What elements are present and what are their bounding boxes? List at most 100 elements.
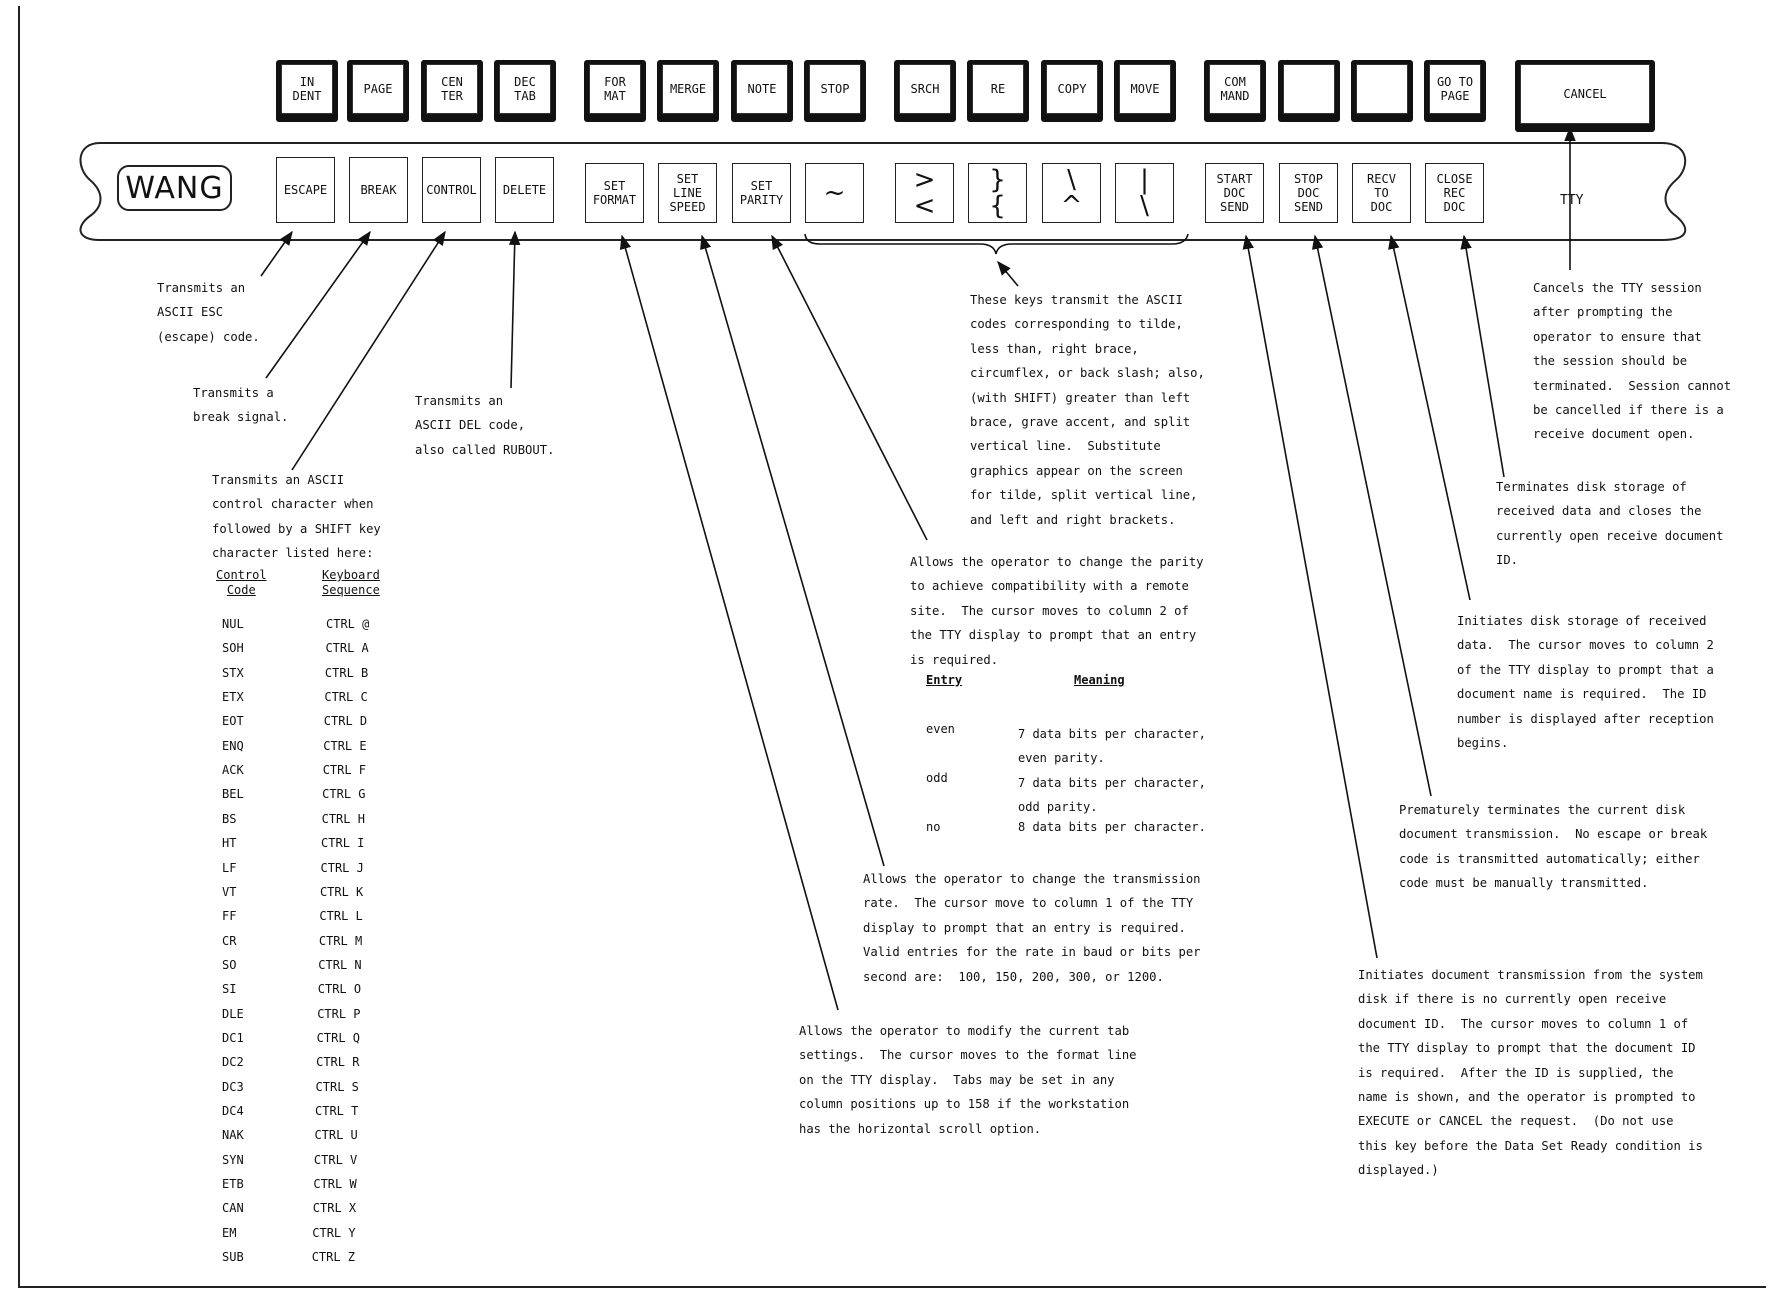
control-sequence: CTRL T: [315, 1104, 359, 1118]
key-break[interactable]: BREAK: [349, 157, 408, 223]
note-cancel: Cancels the TTY session after prompting …: [1533, 281, 1732, 442]
control-code: CR: [222, 933, 237, 948]
control-sequence: CTRL E: [323, 738, 367, 753]
parity-row-entry: even: [926, 722, 955, 736]
key-recv-to-doc[interactable]: RECV TO DOC: [1352, 163, 1411, 223]
control-code: NUL: [222, 617, 244, 631]
key-escape[interactable]: ESCAPE: [276, 157, 335, 223]
control-sequence: CTRL V: [313, 1152, 358, 1167]
parity-row-meaning: 7 data bits per character, odd parity.: [1018, 776, 1206, 815]
leader-symbols: [997, 260, 1019, 287]
control-code: EM: [222, 1225, 237, 1240]
tty-label: TTY: [1560, 193, 1584, 208]
key-control[interactable]: CONTROL: [422, 157, 481, 223]
leader-set-parity: [771, 234, 928, 541]
control-sequence: CTRL L: [319, 909, 363, 924]
note-parity: Allows the operator to change the parity…: [910, 555, 1204, 667]
key-copy[interactable]: COPY: [1041, 60, 1103, 122]
control-sequence: CTRL M: [318, 933, 363, 948]
key-merge[interactable]: MERGE: [657, 60, 719, 122]
key-dec-tab[interactable]: DEC TAB: [494, 60, 556, 122]
control-sequence: CTRL R: [316, 1055, 360, 1070]
note-start-doc-send: Initiates document transmission from the…: [1358, 968, 1703, 1178]
key-note[interactable]: NOTE: [731, 60, 793, 122]
control-sequence: CTRL F: [322, 763, 367, 778]
key-go-to-page[interactable]: GO TO PAGE: [1424, 60, 1486, 122]
control-sequence: CTRL X: [312, 1201, 357, 1216]
note-stop-doc-send: Prematurely terminates the current disk …: [1399, 803, 1708, 891]
key-set-parity[interactable]: SET PARITY: [732, 163, 791, 223]
control-header-sequence: Keyboard Sequence: [322, 568, 380, 597]
parity-header-meaning: Meaning: [1074, 673, 1125, 687]
key-set-line-speed[interactable]: SET LINE SPEED: [658, 163, 717, 223]
control-sequence: CTRL Q: [316, 1030, 360, 1045]
key-command[interactable]: COM MAND: [1204, 60, 1266, 122]
leader-delete: [508, 230, 521, 389]
key-backslash-circumflex[interactable]: \ ^: [1042, 163, 1101, 223]
control-code: LF: [222, 860, 237, 875]
control-sequence: CTRL D: [323, 714, 368, 729]
key-center[interactable]: CEN TER: [421, 60, 483, 122]
control-sequence: CTRL U: [314, 1128, 358, 1143]
leader-set-line-speed: [700, 234, 885, 867]
control-code: BS: [222, 811, 237, 826]
note-escape: Transmits an ASCII ESC (escape) code.: [157, 281, 260, 344]
key-indent[interactable]: IN DENT: [276, 60, 338, 122]
key-srch[interactable]: SRCH: [894, 60, 956, 122]
key-re[interactable]: RE: [967, 60, 1029, 122]
leader-set-format: [619, 234, 839, 1011]
key-delete[interactable]: DELETE: [495, 157, 554, 223]
control-sequence: CTRL W: [313, 1177, 357, 1192]
key-set-format[interactable]: SET FORMAT: [585, 163, 644, 223]
note-delete: Transmits an ASCII DEL code, also called…: [415, 394, 555, 457]
leader-stop-doc-send: [1311, 234, 1432, 797]
control-sequence: CTRL H: [321, 811, 365, 826]
control-sequence: CTRL @: [326, 617, 370, 631]
control-sequence: CTRL B: [324, 665, 369, 680]
control-sequence: CTRL P: [317, 1006, 361, 1021]
key-page[interactable]: PAGE: [347, 60, 409, 122]
key-format[interactable]: FOR MAT: [584, 60, 646, 122]
key-stop-doc-send[interactable]: STOP DOC SEND: [1279, 163, 1338, 223]
note-recv-to-doc: Initiates disk storage of received data.…: [1457, 614, 1714, 751]
note-symbols: These keys transmit the ASCII codes corr…: [970, 293, 1205, 527]
control-code: SUB: [222, 1250, 244, 1265]
key-cancel[interactable]: CANCEL: [1515, 60, 1655, 132]
key-greater-less[interactable]: > <: [895, 163, 954, 223]
control-sequence: CTRL G: [322, 787, 366, 802]
leader-break: [265, 230, 371, 379]
control-code: BEL: [222, 787, 244, 802]
control-code: NAK: [222, 1128, 244, 1143]
leader-control: [291, 230, 446, 471]
key-blank-1[interactable]: [1278, 60, 1340, 122]
control-sequence: CTRL S: [315, 1079, 359, 1094]
key-blank-2[interactable]: [1351, 60, 1413, 122]
key-move[interactable]: MOVE: [1114, 60, 1176, 122]
control-code: SOH: [222, 641, 244, 656]
control-code: SI: [222, 982, 237, 997]
leader-recv-to-doc: [1388, 234, 1471, 601]
control-code: ACK: [222, 763, 244, 778]
control-code: STX: [222, 665, 244, 680]
control-sequence: CTRL N: [318, 957, 362, 972]
note-close-rec-doc: Terminates disk storage of received data…: [1496, 480, 1724, 568]
key-stop[interactable]: STOP: [804, 60, 866, 122]
control-sequence: CTRL Z: [311, 1250, 356, 1265]
note-format: Allows the operator to modify the curren…: [799, 1024, 1137, 1136]
control-sequence: CTRL I: [321, 836, 365, 851]
key-pipe-backslash[interactable]: | \: [1115, 163, 1174, 223]
key-tilde[interactable]: ~: [805, 163, 864, 223]
control-code: VT: [222, 884, 237, 899]
symbol-keys-brace: [804, 233, 1189, 255]
control-code: SYN: [222, 1152, 244, 1167]
note-control: Transmits an ASCII control character whe…: [212, 473, 381, 561]
key-brace[interactable]: } {: [968, 163, 1027, 223]
key-start-doc-send[interactable]: START DOC SEND: [1205, 163, 1264, 223]
control-code: ETB: [222, 1177, 244, 1192]
parity-header-entry: Entry: [926, 673, 963, 687]
key-close-rec-doc[interactable]: CLOSE REC DOC: [1425, 163, 1484, 223]
control-sequence: CTRL C: [324, 690, 368, 705]
control-code: DC3: [222, 1079, 244, 1094]
